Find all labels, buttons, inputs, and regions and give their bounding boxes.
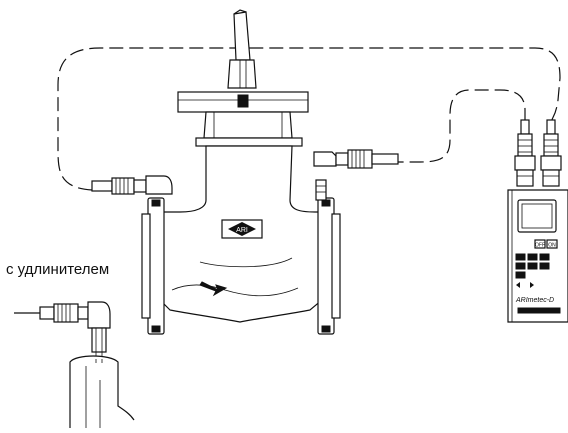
left-measuring-probe xyxy=(91,175,173,195)
left-probe-sleeve xyxy=(91,180,113,192)
meter-connector-left xyxy=(514,119,536,187)
flange-bolt-bottom-left xyxy=(151,325,161,333)
meter-key[interactable] xyxy=(527,253,538,261)
valve-top-bolt xyxy=(237,94,249,108)
meter-keypad xyxy=(515,253,550,279)
meter-key[interactable] xyxy=(515,271,526,279)
flange-bolt-bottom-right xyxy=(321,325,331,333)
left-probe-elbow xyxy=(145,175,173,195)
meter-connector-right xyxy=(540,119,562,187)
valve-logo-plate: ARI xyxy=(221,219,263,239)
meter-key[interactable] xyxy=(527,262,538,270)
meter-on-button[interactable] xyxy=(546,239,558,249)
measuring-instrument: OFF ON ARImetec-D xyxy=(507,119,568,323)
extension-rod xyxy=(91,327,107,353)
valve-bonnet-ring xyxy=(195,137,303,147)
balancing-valve: ARI xyxy=(141,9,341,335)
meter-off-button-label: OFF xyxy=(535,243,545,249)
left-probe-coupling xyxy=(111,177,135,195)
meter-on-button-label: ON xyxy=(548,243,556,249)
meter-key[interactable] xyxy=(515,262,526,270)
meter-key[interactable] xyxy=(539,262,550,270)
meter-bottom-strip xyxy=(517,307,561,314)
right-measuring-probe xyxy=(313,149,399,169)
valve-spindle-collar xyxy=(227,59,257,89)
flange-bolt-top-right xyxy=(321,199,331,207)
valve-logo-text: ARI xyxy=(236,227,248,234)
right-probe-elbow xyxy=(313,151,337,167)
extension-label: с удлинителем xyxy=(6,261,109,278)
meter-left-arrow-icon[interactable] xyxy=(516,282,520,288)
meter-display xyxy=(517,199,557,233)
valve-test-port-right xyxy=(315,179,327,201)
meter-key[interactable] xyxy=(515,253,526,261)
valve-spindle xyxy=(233,11,251,61)
valve-left-flange-face xyxy=(141,213,151,319)
flow-direction-arrow-icon xyxy=(199,281,228,297)
valve-bonnet xyxy=(203,111,293,139)
extension-elbow xyxy=(87,301,111,329)
valve-right-flange-face xyxy=(331,213,341,319)
measuring-hose-loop xyxy=(57,47,561,191)
meter-off-button[interactable] xyxy=(534,239,546,249)
flange-bolt-top-left xyxy=(151,199,161,207)
meter-model-label: ARImetec-D xyxy=(515,297,554,304)
meter-key[interactable] xyxy=(539,253,550,261)
meter-right-arrow-icon[interactable] xyxy=(530,282,534,288)
right-probe-sleeve xyxy=(371,153,399,165)
extension-inset: с удлинителем xyxy=(6,261,135,428)
